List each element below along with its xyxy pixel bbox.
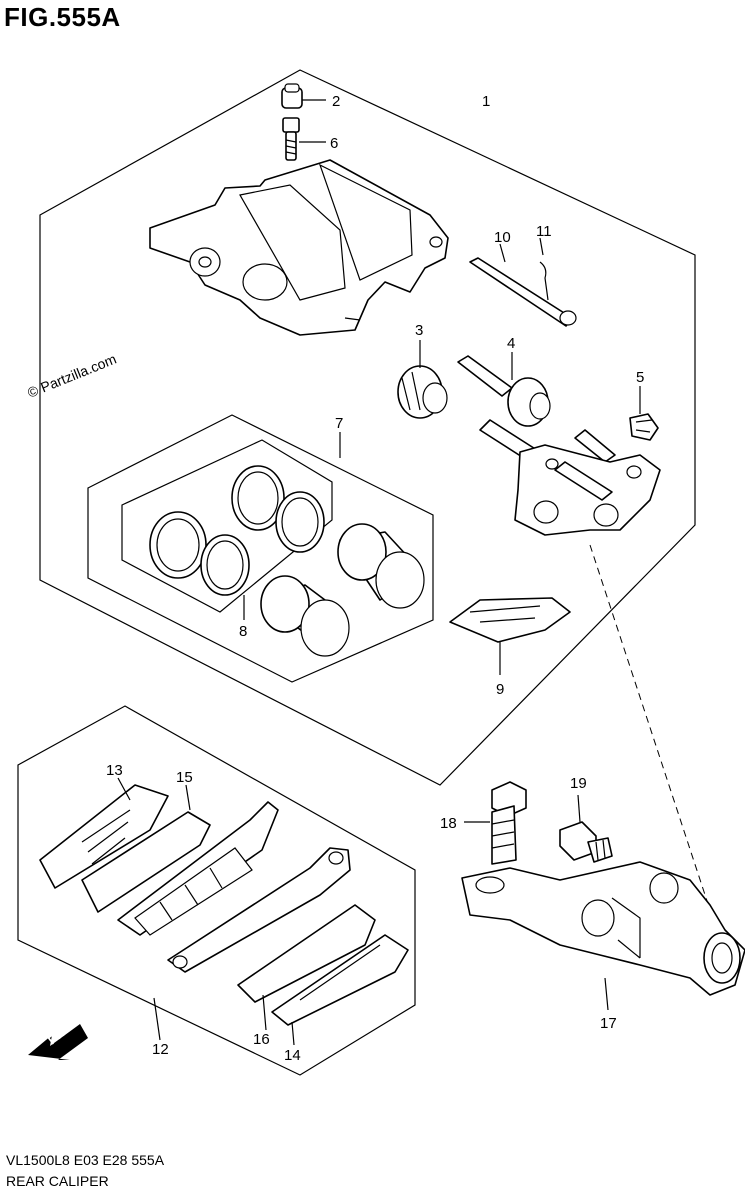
slide-pin-assembly[interactable]: [457, 355, 616, 463]
pad-spring[interactable]: [449, 597, 571, 643]
callout-12: 12: [152, 1041, 169, 1058]
callout-5: 5: [636, 369, 644, 386]
assembly-1-outline: [39, 69, 696, 786]
figure-name: REAR CALIPER: [6, 1173, 109, 1189]
caliper-bolt[interactable]: [491, 781, 527, 865]
callout-1: 1: [482, 93, 490, 110]
caliper-bracket[interactable]: [514, 444, 661, 536]
centerline: [589, 544, 711, 911]
callout-16: 16: [253, 1031, 270, 1048]
bracket-bolt[interactable]: [559, 821, 613, 863]
caliper-pistons[interactable]: [260, 523, 425, 657]
bleeder-screw[interactable]: [282, 117, 300, 161]
retaining-clip[interactable]: [539, 261, 549, 301]
callout-13: 13: [106, 762, 123, 779]
callout-3: 3: [415, 322, 423, 339]
callout-18: 18: [440, 815, 457, 832]
callout-7: 7: [335, 415, 343, 432]
piston-seal-outline: [121, 439, 333, 613]
callout-6: 6: [330, 135, 338, 152]
callout-14: 14: [284, 1047, 301, 1064]
brake-pad-14[interactable]: [237, 904, 409, 1026]
callout-10: 10: [494, 229, 511, 246]
dust-boot-3[interactable]: [397, 365, 448, 419]
caliper-pin[interactable]: [469, 257, 577, 327]
caliper-bracket-17[interactable]: [461, 861, 745, 996]
fwd-arrow-icon: [28, 1024, 88, 1060]
brake-pad-13[interactable]: [39, 784, 169, 889]
bleeder-cap[interactable]: [281, 83, 303, 109]
callout-17: 17: [600, 1015, 617, 1032]
callout-4: 4: [507, 335, 515, 352]
callout-15: 15: [176, 769, 193, 786]
leader-lines: [117, 99, 641, 1046]
pad-spring-clip[interactable]: [629, 413, 659, 441]
callout-8: 8: [239, 623, 247, 640]
piston-seals[interactable]: [149, 465, 325, 596]
brake-pad-15[interactable]: [117, 801, 279, 936]
caliper-body[interactable]: [149, 159, 449, 336]
callout-19: 19: [570, 775, 587, 792]
callout-9: 9: [496, 681, 504, 698]
brake-pad-16[interactable]: [167, 847, 351, 973]
figure-title: FIG.555A: [4, 2, 121, 32]
figure-code: VL1500L8 E03 E28 555A: [6, 1152, 165, 1168]
callout-2: 2: [332, 93, 340, 110]
watermark: © Partzilla.com: [25, 351, 118, 401]
callout-11: 11: [536, 223, 552, 240]
seal-kit-outline: [87, 414, 434, 683]
pad-set-outline: [17, 705, 416, 1076]
pad-shim-15[interactable]: [81, 811, 211, 913]
